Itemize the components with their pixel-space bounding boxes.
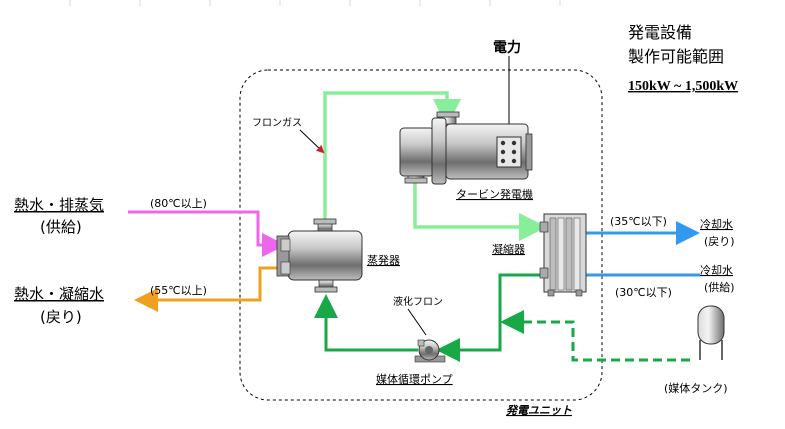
pump-to-evaporator-pipe <box>314 294 418 352</box>
cooling-in-line2: (供給) <box>704 280 735 294</box>
evaporator-label: 蒸発器 <box>367 253 400 267</box>
condenser-label: 凝縮器 <box>492 242 525 256</box>
unit-label: 発電ユニット <box>506 404 572 417</box>
liquid-freon-label: 液化フロン <box>393 295 443 308</box>
hot-in-line1: 熱水・排蒸気 <box>14 196 104 214</box>
condenser <box>539 213 587 297</box>
hot-out-line1: 熱水・凝縮水 <box>14 285 104 303</box>
freon-gas-label: フロンガス <box>252 117 302 129</box>
unit-boundary <box>239 69 603 401</box>
hot-return-pipe <box>134 266 280 312</box>
cooling-out-temp: (35℃以下) <box>610 215 667 228</box>
turbine-label: タービン発電機 <box>456 187 533 201</box>
spec-line2: 製作可能範囲 <box>628 47 724 66</box>
cooling-out-line1: 冷却水 <box>700 218 733 231</box>
turbine-exhaust-pipe <box>413 180 547 241</box>
hot-in-temp: (80℃以上) <box>150 197 207 210</box>
header-separators <box>69 0 561 6</box>
pump-label: 媒体循環ポンプ <box>376 372 453 386</box>
cooling-in-line1: 冷却水 <box>700 264 733 277</box>
spec-line1: 発電設備 <box>628 23 692 42</box>
hot-supply-pipe <box>128 210 286 257</box>
circulation-pump <box>414 339 446 363</box>
freon-gas-pointer <box>299 129 325 154</box>
liquid-freon-pointer <box>407 308 427 336</box>
media-tank <box>697 305 725 360</box>
hot-in-line2: (供給) <box>40 218 82 236</box>
cooling-in-temp: (30℃以下) <box>615 286 672 299</box>
tank-line-dashed <box>500 310 690 362</box>
power-label: 電力 <box>493 39 521 56</box>
freon-gas-pipe <box>323 91 461 222</box>
hot-out-temp: (55℃以上) <box>150 284 207 297</box>
spec-range: 150kW ~ 1,500kW <box>628 79 738 94</box>
tank-label: (媒体タンク) <box>664 381 728 395</box>
cooling-out-line2: (戻り) <box>704 235 735 248</box>
hot-out-line2: (戻り) <box>40 308 82 326</box>
turbine-generator <box>399 111 533 185</box>
evaporator <box>276 218 363 293</box>
